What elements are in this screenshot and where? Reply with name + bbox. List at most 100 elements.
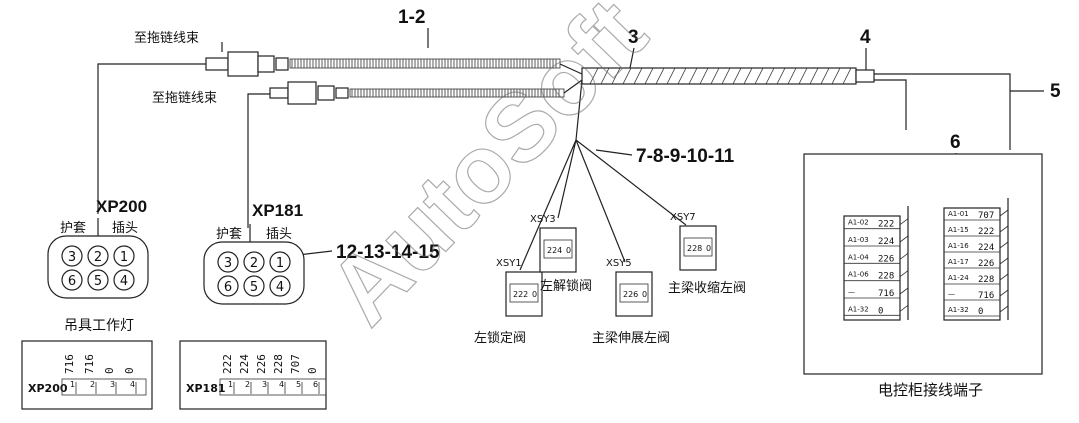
xp200-pin: 6 [61,269,83,291]
xp181-pin: 1 [269,251,291,273]
xp181-pin: 6 [217,275,239,297]
callout-12-15: 12-13-14-15 [336,242,440,263]
callout-1-2: 1-2 [398,7,425,28]
callout-7-11-leader [595,149,633,156]
xp181-pin: 4 [269,275,291,297]
xp181-col-number: 4 [279,380,284,389]
xp181-pin: 2 [243,251,265,273]
xp181-pin-label: 6 [224,280,232,295]
xp181-plug-label: 插头 [266,227,292,242]
terminal-right-wire: 228 [978,275,994,285]
xp181-sheath-label: 护套 [216,226,242,242]
cable-4 [874,79,907,130]
plug-bottom-front [269,87,289,99]
xp181-col-number: 5 [296,380,301,389]
xp181-pin: 3 [217,251,239,273]
valve-wire: 228 [687,244,702,253]
xp181-pin-label: 2 [250,256,258,271]
xp200-col-number: 4 [130,380,135,389]
xp200-pin: 2 [87,245,109,267]
xp181-pin-label: 5 [250,280,258,295]
callout-3-leader [629,47,635,69]
xp181-col-number: 3 [262,380,267,389]
xp181-wire-label: 228 [272,354,285,374]
plug-top-nut [257,55,275,73]
terminal-right-wire: 224 [978,243,994,253]
plug-bottom-body [287,81,317,105]
terminal-left-wire: 716 [878,289,894,299]
xp200-col-number: 2 [90,380,95,389]
xp200-pin-label: 5 [94,274,102,289]
valve-id: XSY7 [670,212,696,223]
xp200-pin-label: 6 [68,274,76,289]
terminal-right-term-id: A1-17 [948,258,969,266]
xp200-col-number: 1 [70,380,75,389]
terminal-left-term-id: A1-06 [848,271,869,279]
callout-5: 5 [1050,81,1061,102]
valve-zero: 0 [706,244,711,253]
valve-caption: 主梁收缩左阀 [668,280,746,296]
xp181-wire-label: 226 [255,354,268,374]
terminal-right-term-id: A1-01 [948,210,969,218]
to-harness-label-top: 至拖链线束 [134,31,199,46]
valve-trunk [575,79,583,141]
xp200-wire-label: 0 [103,367,116,374]
callout-6: 6 [950,132,961,153]
xp181-col-number: 1 [228,380,233,389]
xp181-wire-label: 224 [238,354,251,374]
valve-id: XSY5 [606,258,632,269]
terminal-left-term-id: A1-03 [848,236,869,244]
xp200-pin: 3 [61,245,83,267]
xp200-pin: 4 [113,269,135,291]
valve-wire: 222 [513,290,528,299]
watermark: AutoSoft [308,0,666,345]
xp181-col-number: 6 [313,380,318,389]
callout-3: 3 [628,27,639,48]
terminal-left-term-id: A1-32 [848,305,869,313]
terminal-left-wire: 224 [878,237,894,247]
xp181-pin-label: 1 [276,256,284,271]
harness-merge-lines [559,63,583,94]
valve-caption: 左锁定阀 [474,330,526,346]
xp200-sheath-label: 护套 [60,220,86,236]
xp181-wire-label: 0 [306,367,319,374]
xp200-pin-label: 1 [120,250,128,265]
terminal-right-wire: 716 [978,291,994,301]
valve-caption: 主梁伸展左阀 [592,331,670,346]
terminal-left-wire: 228 [878,272,894,282]
xp181-pin-label: 4 [276,280,284,295]
xp181-title: XP181 [252,201,303,220]
plug-top-body [227,51,259,77]
xp181-pin-label: 3 [224,256,232,271]
xp200-pin-label: 4 [120,274,128,289]
xp200-col-number: 3 [110,380,115,389]
xp200-caption: 吊具工作灯 [64,318,134,334]
cable-5 [874,73,1011,150]
valve-caption: 左解锁阀 [540,278,592,294]
valve-xsy7: XSY7 228 0 主梁收缩左阀 [668,212,746,296]
xp200-wire-label: 716 [83,354,96,374]
plug-bottom-nut [317,85,335,101]
valve-zero: 0 [642,290,647,299]
terminal-right-term-id: A1-15 [948,226,969,234]
to-harness-label-bottom: 至拖链线束 [152,91,217,106]
terminal-right-wire: 707 [978,211,994,221]
xp181-wire-label: 707 [289,354,302,374]
xp200-pin-label: 3 [68,250,76,265]
terminal-left-term-id: A1-02 [848,219,869,227]
xp200-title: XP200 [96,197,147,216]
terminal-left-wire: 222 [878,220,894,230]
valve-branches [519,139,687,271]
corrugated-hose-top [289,58,561,69]
terminal-right-wire: 222 [978,227,994,237]
terminal-right-term-id: — [948,290,955,298]
terminal-right-wire: 0 [978,307,983,317]
harness-3-wrap-marks [589,67,852,85]
